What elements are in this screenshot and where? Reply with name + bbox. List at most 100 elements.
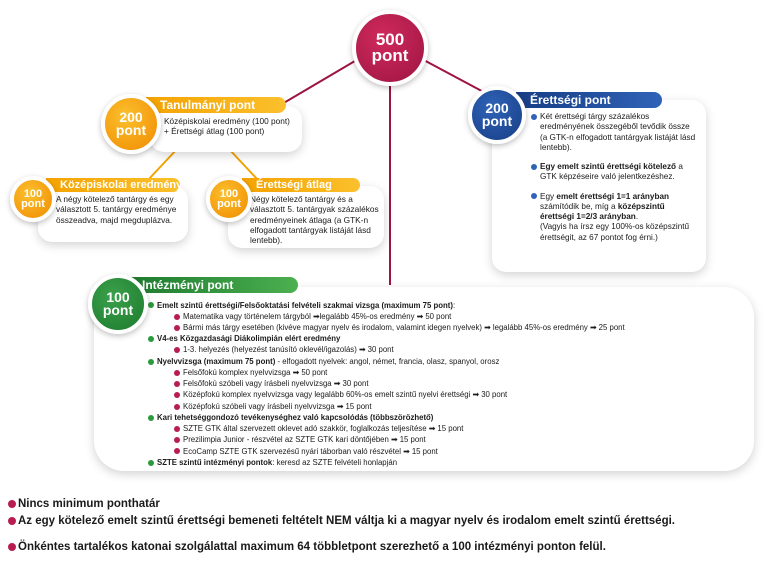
- total-points-circle: 500 pont: [352, 10, 428, 86]
- erettsegi-bullet-3: Egy emelt érettségi 1=1 arányban számító…: [531, 191, 698, 243]
- bullet-icon: [174, 437, 180, 444]
- section-title: V4-es Közgazdasági Diákolimpián elért er…: [157, 334, 341, 344]
- section-suffix: :: [452, 300, 456, 310]
- item-text: Matematika vagy történelem tárgyból ➡leg…: [183, 311, 452, 321]
- intezmenyi-card: Emelt szintű érettségi/Felsőoktatási fel…: [94, 287, 754, 471]
- intezmenyi-item: Középfokú komplex nyelvvizsga vagy legal…: [174, 390, 748, 400]
- bullet-icon: [174, 392, 180, 399]
- intezmenyi-item: Középfokú szóbeli vagy írásbeli nyelvviz…: [174, 402, 748, 412]
- intezmenyi-item: 1-3. helyezés (helyezést tanúsító oklevé…: [174, 345, 748, 355]
- tanulmanyi-line2: + Érettségi átlag (100 pont): [164, 126, 265, 137]
- erettsegi-b3-note: (Vagyis ha írsz egy 100%-os középszintű …: [540, 222, 690, 242]
- erettsegi-b3-b: számítódik be, míg a: [540, 201, 618, 211]
- erettsegi-title: Érettségi pont: [516, 92, 662, 108]
- intezmenyi-value: 100: [106, 288, 130, 305]
- erettsegi-card: Két érettségi tárgy százalékos eredményé…: [492, 100, 706, 272]
- section-title: SZTE szintű intézményi pontok: [157, 457, 273, 467]
- item-text: EcoCamp SZTE GTK szervezésű nyári táborb…: [183, 446, 438, 456]
- bullet-icon: [531, 163, 537, 170]
- atlag-text: Négy kötelező tantárgy és a választott 5…: [250, 194, 379, 246]
- item-text: Prezilimpia Junior - részvétel az SZTE G…: [183, 435, 426, 445]
- tanulmanyi-unit: pont: [115, 122, 147, 138]
- footer-text: Nincs minimum ponthatár: [18, 498, 160, 510]
- intezmenyi-item: Matematika vagy történelem tárgyból ➡leg…: [174, 312, 748, 322]
- section-title: Emelt szintű érettségi/Felsőoktatási fel…: [157, 300, 453, 310]
- intezmenyi-item: Prezilimpia Junior - részvétel az SZTE G…: [174, 435, 748, 445]
- erettsegi-b3-bold2: középszintű érettségi 1=2/3 arányban: [540, 201, 665, 221]
- erettsegi-unit: pont: [481, 113, 513, 129]
- bullet-icon: [174, 426, 180, 433]
- tanulmanyi-title: Tanulmányi pont: [146, 97, 286, 113]
- item-text: SZTE GTK által szervezett oklevet adó sz…: [183, 424, 464, 434]
- erettsegi-b3-bold1: emelt érettségi 1=1 arányban: [556, 191, 670, 201]
- section-suffix: : keresd az SZTE felvételi honlapján: [272, 457, 398, 467]
- intezmenyi-item: Felsőfokú szóbeli vagy írásbeli nyelvviz…: [174, 379, 748, 389]
- kozepiskolai-text: A négy kötelező tantárgy és egy választo…: [56, 194, 177, 225]
- intezmenyi-unit: pont: [102, 302, 134, 318]
- footer-note-3: Önkéntes tartalékos katonai szolgálattal…: [8, 541, 606, 555]
- erettsegi-value: 200: [485, 99, 509, 116]
- bullet-icon: [174, 324, 180, 331]
- intezmenyi-title: Intézményi pont: [128, 277, 298, 293]
- item-text: Középfokú szóbeli vagy írásbeli nyelvviz…: [183, 401, 372, 411]
- total-unit: pont: [371, 46, 409, 65]
- bullet-icon: [8, 542, 16, 551]
- item-text: 1-3. helyezés (helyezést tanúsító oklevé…: [183, 345, 394, 355]
- erettsegi-b1: Két érettségi tárgy százalékos eredményé…: [540, 112, 696, 152]
- kozepiskolai-unit: pont: [21, 198, 45, 210]
- bullet-icon: [148, 302, 154, 309]
- kozepiskolai-title: Középiskolai eredmény: [46, 178, 182, 192]
- kozepiskolai-circle: 100 pont: [10, 176, 56, 222]
- bullet-icon: [148, 459, 154, 466]
- intezmenyi-item: SZTE GTK által szervezett oklevet adó sz…: [174, 424, 748, 434]
- atlag-value: 100: [219, 187, 239, 200]
- tanulmanyi-line1: Középiskolai eredmény (100 pont): [164, 116, 290, 126]
- item-text: Felsőfokú komplex nyelvvizsga ➡ 50 pont: [183, 367, 328, 377]
- bullet-icon: [174, 347, 180, 354]
- bullet-icon: [174, 313, 180, 320]
- kozepiskolai-card: A négy kötelező tantárgy és egy választo…: [38, 186, 188, 242]
- intezmenyi-section: Nyelvvizsga (maximum 75 pont) - elfogado…: [148, 357, 748, 367]
- intezmenyi-section: Kari tehetséggondozó tevékenységhez való…: [148, 413, 748, 423]
- erettsegi-b2-bold: Egy emelt szintű érettségi kötelező: [540, 162, 677, 171]
- atlag-unit: pont: [217, 198, 241, 210]
- erettsegi-b2-rest: a GTK képzéseire való jelentkezéshez.: [540, 162, 683, 182]
- erettsegi-circle: 200 pont: [468, 86, 526, 144]
- total-value: 500: [375, 29, 405, 49]
- bullet-icon: [531, 193, 537, 200]
- atlag-title: Érettségi átlag: [242, 178, 360, 192]
- bullet-icon: [174, 381, 180, 388]
- intezmenyi-item: Felsőfokú komplex nyelvvizsga ➡ 50 pont: [174, 368, 748, 378]
- footer-text: Az egy kötelező emelt szintű érettségi b…: [18, 515, 675, 527]
- bullet-icon: [8, 516, 16, 525]
- atlag-card: Négy kötelező tantárgy és a választott 5…: [228, 186, 384, 248]
- intezmenyi-section: SZTE szintű intézményi pontok: keresd az…: [148, 458, 748, 468]
- kozepiskolai-value: 100: [23, 187, 43, 200]
- erettsegi-bullet-2: Egy emelt szintű érettségi kötelező a GT…: [531, 162, 698, 183]
- erettsegi-bullet-1: Két érettségi tárgy százalékos eredményé…: [531, 112, 698, 153]
- intezmenyi-section: Emelt szintű érettségi/Felsőoktatási fel…: [148, 301, 748, 311]
- section-suffix: - elfogadott nyelvek: angol, német, fran…: [275, 356, 500, 366]
- item-text: Középfokú komplex nyelvvizsga vagy legal…: [183, 390, 508, 400]
- item-text: Bármi más tárgy esetében (kivéve magyar …: [183, 322, 625, 332]
- bullet-icon: [531, 113, 537, 120]
- intezmenyi-item: Bármi más tárgy esetében (kivéve magyar …: [174, 323, 748, 333]
- bullet-icon: [148, 414, 154, 421]
- erettsegi-b3-a: Egy: [540, 191, 557, 201]
- atlag-circle: 100 pont: [206, 176, 252, 222]
- intezmenyi-section: V4-es Közgazdasági Diákolimpián elért er…: [148, 334, 748, 344]
- bullet-icon: [8, 499, 16, 508]
- intezmenyi-item: EcoCamp SZTE GTK szervezésű nyári táborb…: [174, 447, 748, 457]
- item-text: Felsőfokú szóbeli vagy írásbeli nyelvviz…: [183, 379, 369, 389]
- section-title: Nyelvvizsga (maximum 75 pont): [157, 356, 276, 366]
- erettsegi-b3-c: .: [635, 212, 639, 221]
- tanulmanyi-circle: 200 pont: [101, 94, 161, 154]
- bullet-icon: [174, 403, 180, 410]
- tanulmanyi-card: Középiskolai eredmény (100 pont) + Érett…: [150, 106, 302, 152]
- intezmenyi-circle: 100 pont: [88, 274, 148, 334]
- bullet-icon: [174, 448, 180, 455]
- bullet-icon: [148, 336, 154, 343]
- bullet-icon: [174, 369, 180, 376]
- bullet-icon: [148, 358, 154, 365]
- section-title: Kari tehetséggondozó tevékenységhez való…: [157, 412, 434, 422]
